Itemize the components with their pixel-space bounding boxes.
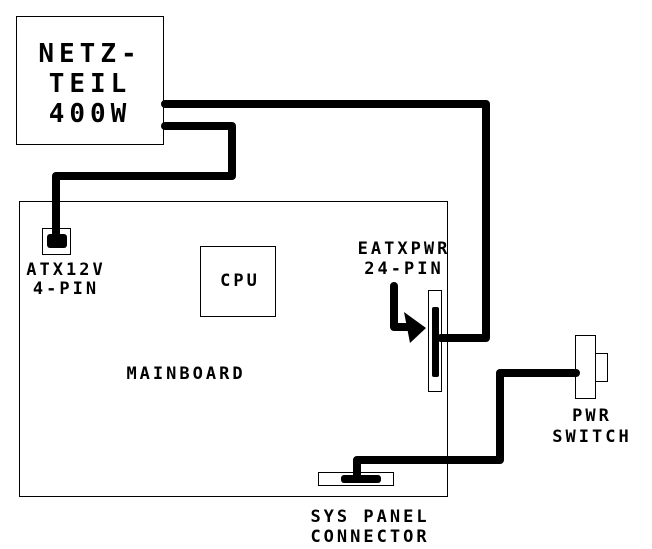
cpu-box [200,246,276,317]
eatxpwr-label-line2: 24-PIN [364,259,443,279]
sys-panel-label-line2: CONNECTOR [310,527,429,547]
sys-panel-plug [341,475,381,483]
cpu-label: CPU [220,271,260,291]
eatxpwr-arrow-head [404,312,426,343]
eatxpwr-plug [432,307,439,377]
psu-box [16,16,164,145]
psu-label-line1: NETZ- [38,39,141,69]
sys-panel-label-line1: SYS PANEL [310,507,429,527]
pwr-switch-label-line2: SWITCH [552,427,631,447]
pwr-switch-body [575,335,596,399]
eatxpwr-arrow-stem [390,282,416,331]
atx12v-plug [47,234,67,248]
eatxpwr-label-line1: EATXPWR [358,239,451,259]
wire-switch-to-sys-panel [353,369,580,481]
wire-psu-to-eatxpwr [161,100,490,342]
atx12v-label-line2: 4-PIN [33,279,99,299]
atx12v-label-line1: ATX12V [26,260,105,280]
pwr-switch-label-line1: PWR [572,406,612,426]
mainboard-label: MAINBOARD [126,364,245,384]
psu-label-line2: TEIL [49,69,132,99]
wire-psu-to-atx12v [52,122,236,248]
psu-label-line3: 400W [49,99,132,129]
pwr-switch-button [595,353,608,382]
